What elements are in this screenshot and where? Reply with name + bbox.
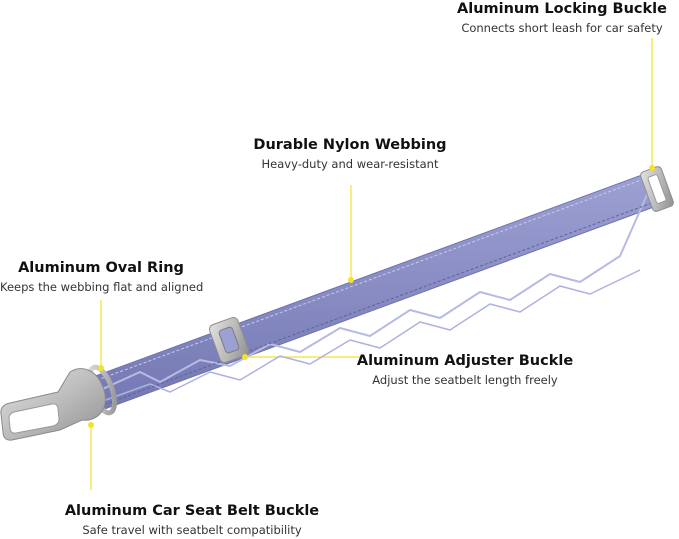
- callout-adjuster-buckle: Aluminum Adjuster Buckle Adjust the seat…: [356, 352, 574, 388]
- callout-oval-ring: Aluminum Oval Ring Keeps the webbing fla…: [0, 259, 204, 295]
- callout-subtitle: Adjust the seatbelt length freely: [372, 373, 558, 387]
- webbing-marker: [348, 277, 354, 283]
- callout-subtitle: Heavy-duty and wear-resistant: [261, 157, 439, 171]
- callout-title: Aluminum Adjuster Buckle: [356, 353, 574, 369]
- callout-locking-buckle: Aluminum Locking Buckle Connects short l…: [452, 0, 672, 36]
- adjuster-buckle: [208, 316, 250, 364]
- callout-title: Aluminum Locking Buckle: [457, 1, 667, 17]
- callout-title: Durable Nylon Webbing: [253, 137, 447, 153]
- leader-lines: [90, 38, 653, 490]
- callout-subtitle: Safe travel with seatbelt compatibility: [82, 523, 302, 537]
- callout-subtitle: Keeps the webbing flat and aligned: [0, 280, 204, 294]
- locking-buckle: [640, 165, 674, 212]
- callout-seat-belt-buckle: Aluminum Car Seat Belt Buckle Safe trave…: [62, 502, 322, 538]
- callout-title: Aluminum Oval Ring: [18, 260, 184, 276]
- seat-belt-buckle: [0, 368, 106, 441]
- callout-nylon-webbing: Durable Nylon Webbing Heavy-duty and wea…: [245, 136, 455, 172]
- callout-title: Aluminum Car Seat Belt Buckle: [64, 503, 320, 519]
- callout-subtitle: Connects short leash for car safety: [461, 21, 663, 35]
